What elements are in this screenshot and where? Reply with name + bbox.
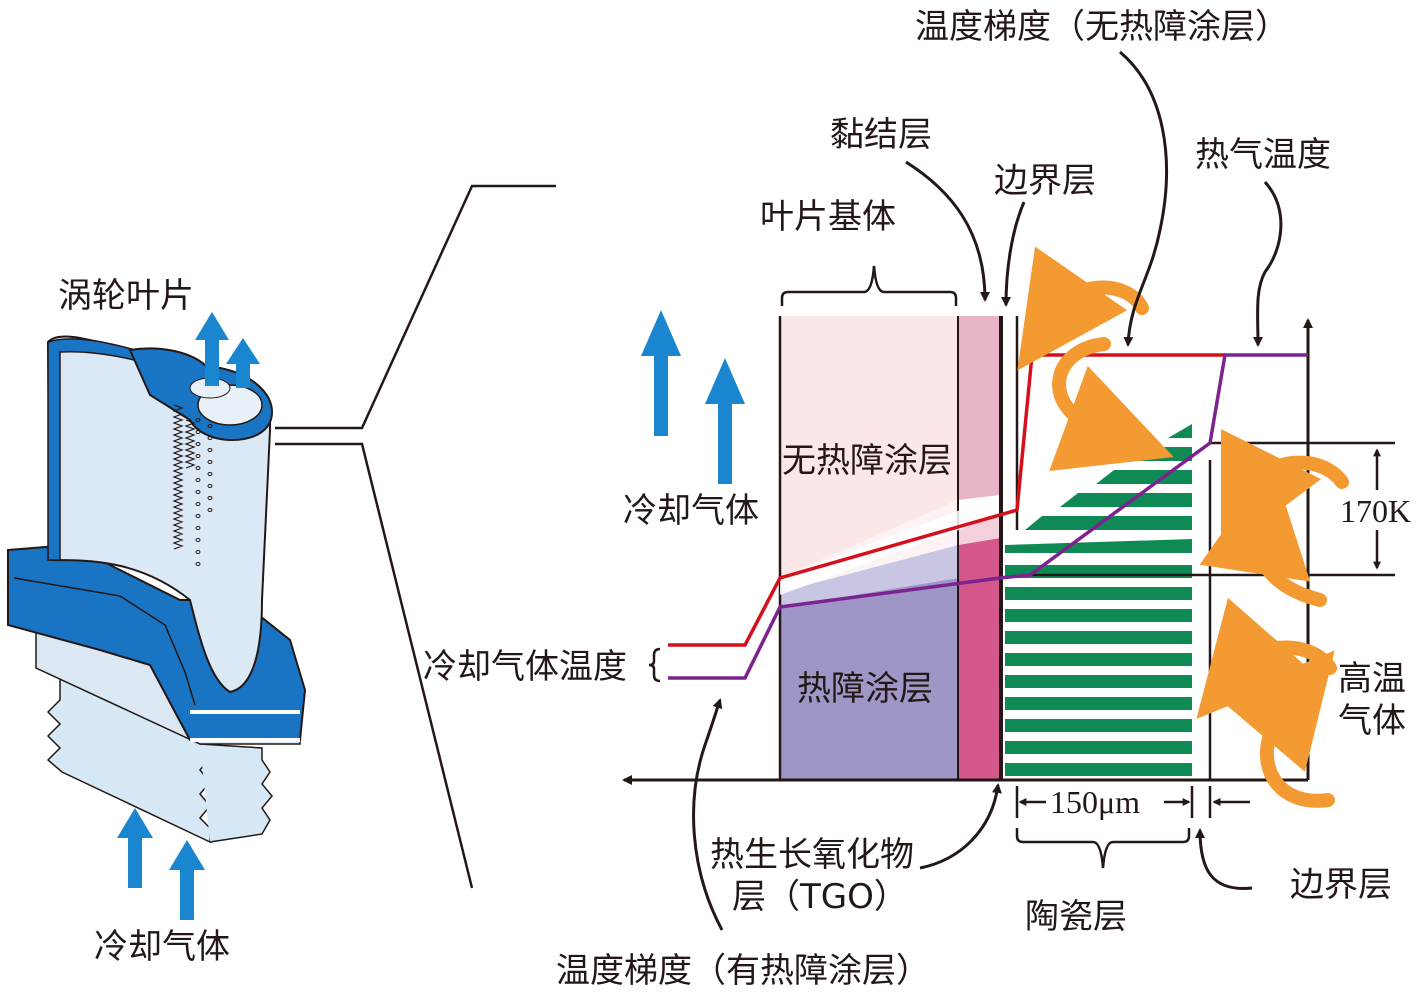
label-hot-gas-2: 气体 (1338, 701, 1406, 741)
ceramic-layer-stripes (1005, 424, 1192, 776)
temp-profile-with-tbc (668, 353, 1308, 680)
label-cooling-gas-temp: 冷却气体温度 (423, 647, 627, 687)
label-cooling-gas-right: 冷却气体 (623, 491, 759, 531)
label-turbine-blade: 涡轮叶片 (58, 276, 194, 316)
coolant-exit-arrow-2 (226, 338, 260, 388)
coolant-exit-arrow-1 (195, 312, 229, 386)
label-hot-gas-temp: 热气温度 (1195, 135, 1331, 175)
bond-coat-section (957, 316, 1000, 780)
label-bond-coat: 黏结层 (830, 115, 932, 155)
coolant-arrow-right-1 (641, 310, 681, 436)
label-tgo-1: 热生长氧化物 (710, 835, 914, 875)
label-blade-substrate: 叶片基体 (760, 197, 896, 237)
leader-lines (692, 50, 1283, 931)
substrate-brace (780, 265, 958, 306)
label-thickness: 150μm (1050, 784, 1140, 820)
label-cooling-gas-bottom: 冷却气体 (94, 927, 230, 967)
ceramic-brace (1015, 828, 1191, 869)
label-delta-t: 170K (1340, 493, 1411, 529)
label-hot-gas-1: 高温 (1338, 659, 1406, 699)
turbine-blade-drawing (7, 312, 307, 920)
coolant-inlet-arrow-2 (169, 840, 205, 920)
label-no-tbc: 无热障涂层 (782, 441, 952, 481)
label-gradient-no-tbc: 温度梯度（无热障涂层） (915, 7, 1289, 47)
label-boundary-layer-bottom: 边界层 (1290, 865, 1392, 905)
label-gradient-with-tbc: 温度梯度（有热障涂层） (556, 951, 930, 991)
label-boundary-layer-top: 边界层 (994, 161, 1096, 201)
coolant-arrow-right-2 (705, 358, 745, 484)
zoom-callout (275, 184, 556, 889)
label-ceramic-layer: 陶瓷层 (1025, 897, 1127, 937)
label-with-tbc: 热障涂层 (797, 669, 933, 709)
label-tgo-2: 层（TGO） (732, 877, 908, 917)
coolant-inlet-arrow-1 (117, 808, 153, 888)
